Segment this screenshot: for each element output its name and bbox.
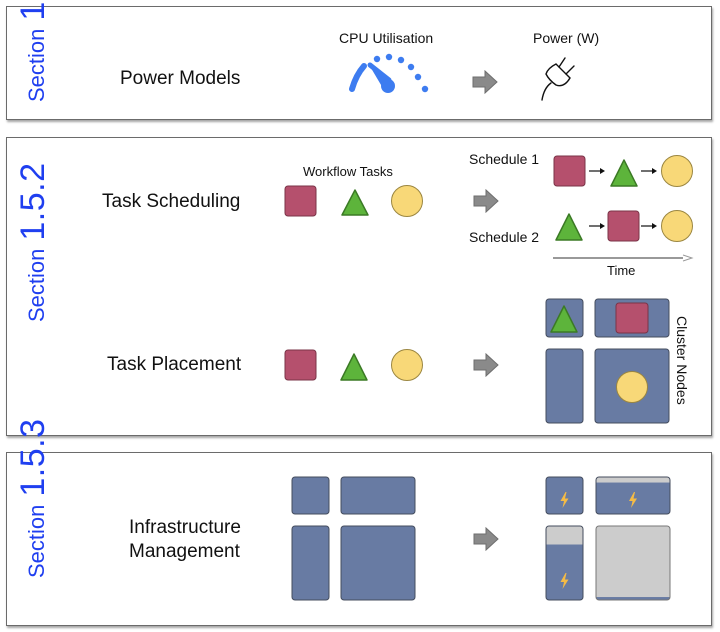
workflow-tasks-label: Workflow Tasks (303, 164, 393, 179)
small-arrow-icon (641, 168, 657, 174)
task-circle (661, 210, 693, 242)
small-arrow-icon (589, 223, 605, 229)
infrastructure-before (291, 476, 416, 601)
schedule-2-label: Schedule 2 (469, 229, 540, 245)
node-border (595, 476, 671, 515)
task-triangle (550, 305, 578, 333)
task-triangle (341, 189, 369, 216)
node-border (545, 525, 584, 601)
time-axis-label: Time (607, 263, 636, 278)
section-word: Section (24, 28, 49, 102)
task-circle (391, 185, 423, 217)
node-utilisation-fill (596, 597, 670, 600)
section-panel-1-5-2 (6, 137, 712, 436)
section-number: 1.5.1 (14, 0, 53, 21)
cluster-node (545, 348, 584, 424)
task-square (284, 349, 317, 381)
section-number: 1.5.3 (14, 418, 52, 497)
task-square (615, 302, 649, 334)
cluster-node (340, 476, 416, 515)
infrastructure-after (545, 476, 671, 601)
task-circle (661, 155, 693, 187)
cluster-node (291, 525, 330, 601)
schedule-2-sequence (555, 210, 693, 242)
task-square (607, 210, 640, 242)
topic-infrastructure: Infrastructure (129, 517, 241, 538)
schedule-1-sequence (553, 155, 693, 187)
task-square (284, 185, 317, 217)
cluster-node-bottom-left-tall (545, 525, 584, 601)
cluster-node-top-right-wide (595, 476, 671, 515)
schedule-1-label: Schedule 1 (469, 151, 540, 167)
section-label-1-5-1: Section 1.5.1 (14, 0, 53, 102)
section-panel-1-5-1 (6, 6, 712, 120)
power-label: Power (W) (533, 30, 600, 46)
topic-task-scheduling: Task Scheduling (102, 191, 241, 212)
cluster-node (340, 525, 416, 601)
section-word: Section (24, 504, 49, 578)
topic-task-placement: Task Placement (107, 354, 242, 375)
node-border (545, 476, 584, 515)
task-circle (616, 371, 648, 403)
cluster-node-bottom-right-large (595, 525, 671, 601)
cpu-utilisation-label: CPU Utilisation (339, 30, 434, 46)
task-triangle (610, 159, 638, 187)
node-border (595, 525, 671, 601)
cluster-nodes (545, 298, 670, 424)
task-triangle (555, 213, 583, 241)
topic-management: Management (129, 541, 240, 562)
small-arrow-icon (589, 168, 605, 174)
section-word: Section (24, 248, 49, 322)
task-circle (391, 349, 423, 381)
speedometer-gauge-icon (349, 53, 429, 93)
cluster-nodes-label: Cluster Nodes (674, 316, 690, 405)
node-idle-area (596, 526, 670, 600)
topic-power-models: Power Models (120, 68, 241, 89)
task-triangle (340, 353, 368, 381)
placement-tasks (284, 349, 423, 381)
section-label-1-5-3: Section 1.5.3 (14, 418, 53, 578)
section-number: 1.5.2 (14, 162, 52, 241)
workflow-tasks (284, 185, 423, 217)
cluster-node-top-left-small (545, 476, 584, 515)
small-arrow-icon (641, 223, 657, 229)
task-square (553, 155, 586, 187)
time-axis-arrow (553, 254, 694, 262)
section-label-1-5-2: Section 1.5.2 (14, 162, 53, 322)
node-utilisation-fill (546, 544, 583, 600)
power-plug-icon (541, 57, 575, 101)
cluster-node (291, 476, 330, 515)
